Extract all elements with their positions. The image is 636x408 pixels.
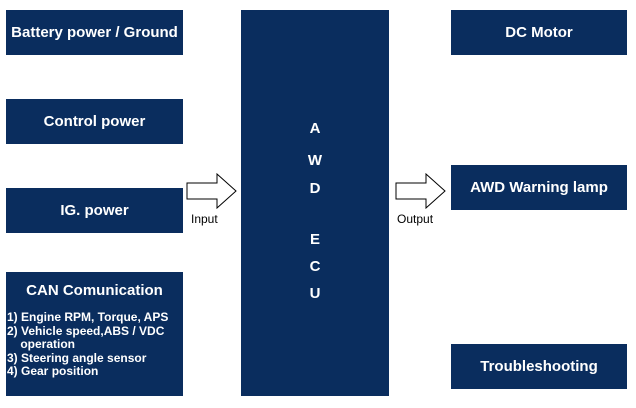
dc-motor-box: DC Motor <box>451 10 627 55</box>
awd-warning-lamp-label: AWD Warning lamp <box>470 179 608 196</box>
ecu-letter: C <box>309 258 321 275</box>
ecu-letter: A <box>309 120 321 137</box>
output-arrow-icon <box>395 173 446 209</box>
awd-ecu-box: A W D E C U <box>241 10 389 396</box>
can-signal-item: operation <box>7 337 76 351</box>
can-signal-list: 1) Engine RPM, Torque, APS 2) Vehicle sp… <box>6 310 183 379</box>
ecu-letter: U <box>309 285 321 302</box>
control-power-box: Control power <box>6 99 183 144</box>
awd-warning-lamp-box: AWD Warning lamp <box>451 165 627 210</box>
battery-power-ground-box: Battery power / Ground <box>6 10 183 55</box>
can-communication-box: CAN Comunication 1) Engine RPM, Torque, … <box>6 272 183 396</box>
can-signal-item: 3) Steering angle sensor <box>7 350 147 365</box>
ig-power-label: IG. power <box>60 202 129 219</box>
input-label: Input <box>191 212 218 226</box>
ecu-letter: W <box>307 152 323 169</box>
troubleshooting-box: Troubleshooting <box>451 344 627 389</box>
dc-motor-label: DC Motor <box>505 24 573 41</box>
control-power-label: Control power <box>43 113 146 130</box>
troubleshooting-label: Troubleshooting <box>480 358 598 375</box>
ecu-letter: E <box>309 231 320 248</box>
can-signal-item: 4) Gear position <box>7 364 99 378</box>
input-arrow-icon <box>186 173 237 209</box>
ig-power-box: IG. power <box>6 188 183 233</box>
can-signal-item: 1) Engine RPM, Torque, APS <box>7 310 169 324</box>
can-communication-title: CAN Comunication <box>26 282 163 299</box>
battery-power-ground-label: Battery power / Ground <box>11 24 178 41</box>
can-signal-item: 2) Vehicle speed,ABS / VDC <box>7 323 165 338</box>
output-label: Output <box>397 212 434 226</box>
ecu-letter: D <box>309 180 321 197</box>
